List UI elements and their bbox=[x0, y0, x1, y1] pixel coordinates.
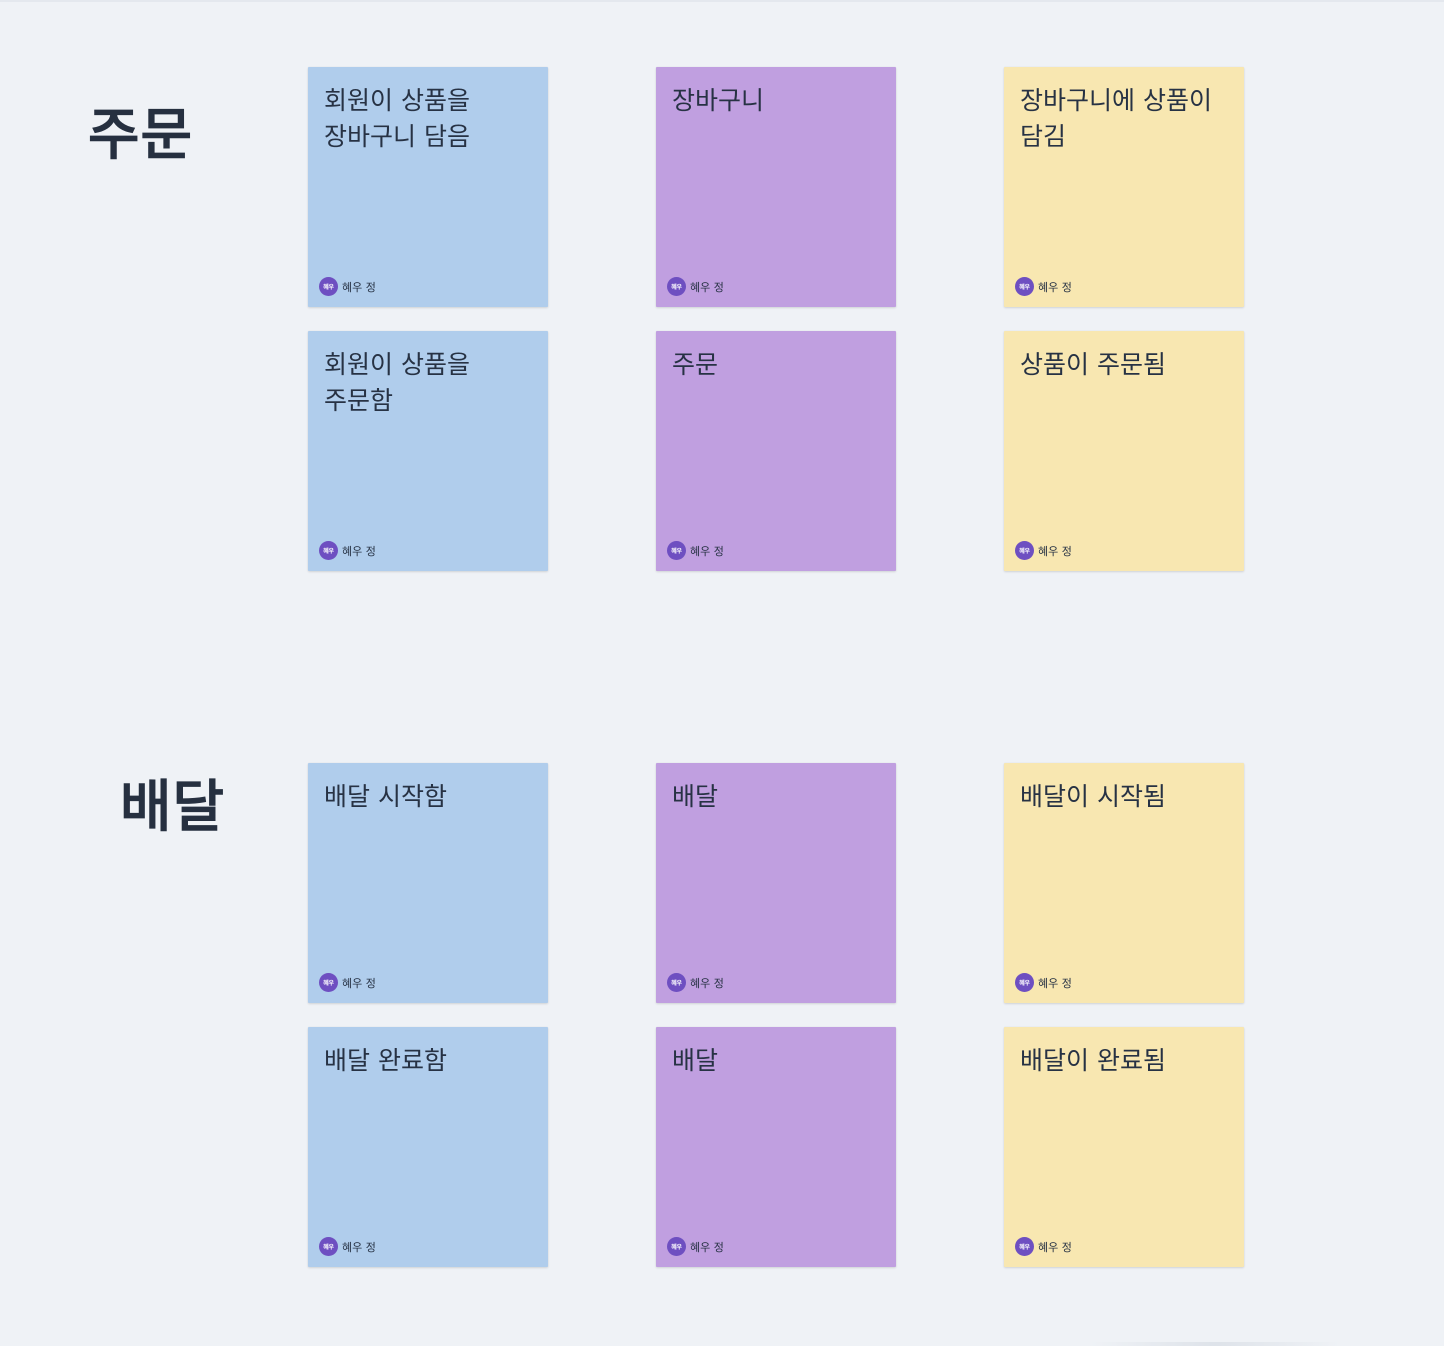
board-top-edge bbox=[0, 0, 1444, 2]
author-name: 혜우 정 bbox=[690, 976, 724, 990]
sticky-note[interactable]: 장바구니 혜우 혜우 정 bbox=[656, 67, 896, 307]
avatar: 혜우 bbox=[1015, 277, 1034, 296]
sticky-note[interactable]: 상품이 주문됨 혜우 혜우 정 bbox=[1004, 331, 1244, 571]
avatar: 혜우 bbox=[667, 541, 686, 560]
board-bottom-shade bbox=[1090, 1342, 1340, 1346]
sticky-note[interactable]: 배달 혜우 혜우 정 bbox=[656, 1027, 896, 1267]
author-name: 혜우 정 bbox=[1038, 280, 1072, 294]
note-text: 장바구니 bbox=[672, 86, 765, 115]
note-author: 혜우 혜우 정 bbox=[667, 973, 724, 992]
note-author: 혜우 혜우 정 bbox=[667, 277, 724, 296]
author-name: 혜우 정 bbox=[690, 280, 724, 294]
sticky-note[interactable]: 회원이 상품을 주문함 혜우 혜우 정 bbox=[308, 331, 548, 571]
sticky-note[interactable]: 배달이 완료됨 혜우 혜우 정 bbox=[1004, 1027, 1244, 1267]
note-author: 혜우 혜우 정 bbox=[667, 1237, 724, 1256]
avatar: 혜우 bbox=[319, 277, 338, 296]
avatar: 혜우 bbox=[1015, 973, 1034, 992]
avatar: 혜우 bbox=[667, 277, 686, 296]
note-author: 혜우 혜우 정 bbox=[1015, 541, 1072, 560]
avatar: 혜우 bbox=[319, 973, 338, 992]
note-text: 주문 bbox=[672, 350, 719, 379]
note-text: 배달 bbox=[672, 1046, 719, 1075]
note-author: 혜우 혜우 정 bbox=[1015, 277, 1072, 296]
author-name: 혜우 정 bbox=[1038, 544, 1072, 558]
avatar: 혜우 bbox=[1015, 1237, 1034, 1256]
avatar: 혜우 bbox=[667, 973, 686, 992]
sticky-note[interactable]: 회원이 상품을 장바구니 담음 혜우 혜우 정 bbox=[308, 67, 548, 307]
note-text: 배달이 완료됨 bbox=[1020, 1046, 1166, 1075]
sticky-note[interactable]: 주문 혜우 혜우 정 bbox=[656, 331, 896, 571]
author-name: 혜우 정 bbox=[690, 1240, 724, 1254]
avatar: 혜우 bbox=[319, 1237, 338, 1256]
section-title-delivery: 배달 bbox=[120, 775, 226, 840]
note-text: 상품이 주문됨 bbox=[1020, 350, 1166, 379]
note-author: 혜우 혜우 정 bbox=[667, 541, 724, 560]
sticky-note[interactable]: 배달 혜우 혜우 정 bbox=[656, 763, 896, 1003]
note-text: 회원이 상품을 장바구니 담음 bbox=[324, 86, 470, 151]
note-text: 배달이 시작됨 bbox=[1020, 782, 1166, 811]
note-author: 혜우 혜우 정 bbox=[319, 277, 376, 296]
author-name: 혜우 정 bbox=[1038, 1240, 1072, 1254]
note-text: 배달 bbox=[672, 782, 719, 811]
note-text: 배달 완료함 bbox=[324, 1046, 447, 1075]
sticky-note[interactable]: 장바구니에 상품이 담김 혜우 혜우 정 bbox=[1004, 67, 1244, 307]
author-name: 혜우 정 bbox=[342, 976, 376, 990]
avatar: 혜우 bbox=[667, 1237, 686, 1256]
note-author: 혜우 혜우 정 bbox=[319, 973, 376, 992]
note-text: 장바구니에 상품이 담김 bbox=[1020, 86, 1212, 151]
sticky-note[interactable]: 배달 완료함 혜우 혜우 정 bbox=[308, 1027, 548, 1267]
author-name: 혜우 정 bbox=[342, 544, 376, 558]
note-author: 혜우 혜우 정 bbox=[319, 1237, 376, 1256]
avatar: 혜우 bbox=[1015, 541, 1034, 560]
author-name: 혜우 정 bbox=[342, 1240, 376, 1254]
author-name: 혜우 정 bbox=[1038, 976, 1072, 990]
section-title-order: 주문 bbox=[88, 103, 194, 168]
avatar: 혜우 bbox=[319, 541, 338, 560]
sticky-note[interactable]: 배달 시작함 혜우 혜우 정 bbox=[308, 763, 548, 1003]
sticky-note[interactable]: 배달이 시작됨 혜우 혜우 정 bbox=[1004, 763, 1244, 1003]
author-name: 혜우 정 bbox=[690, 544, 724, 558]
author-name: 혜우 정 bbox=[342, 280, 376, 294]
note-author: 혜우 혜우 정 bbox=[1015, 1237, 1072, 1256]
note-author: 혜우 혜우 정 bbox=[319, 541, 376, 560]
note-author: 혜우 혜우 정 bbox=[1015, 973, 1072, 992]
note-text: 회원이 상품을 주문함 bbox=[324, 350, 470, 415]
note-text: 배달 시작함 bbox=[324, 782, 447, 811]
